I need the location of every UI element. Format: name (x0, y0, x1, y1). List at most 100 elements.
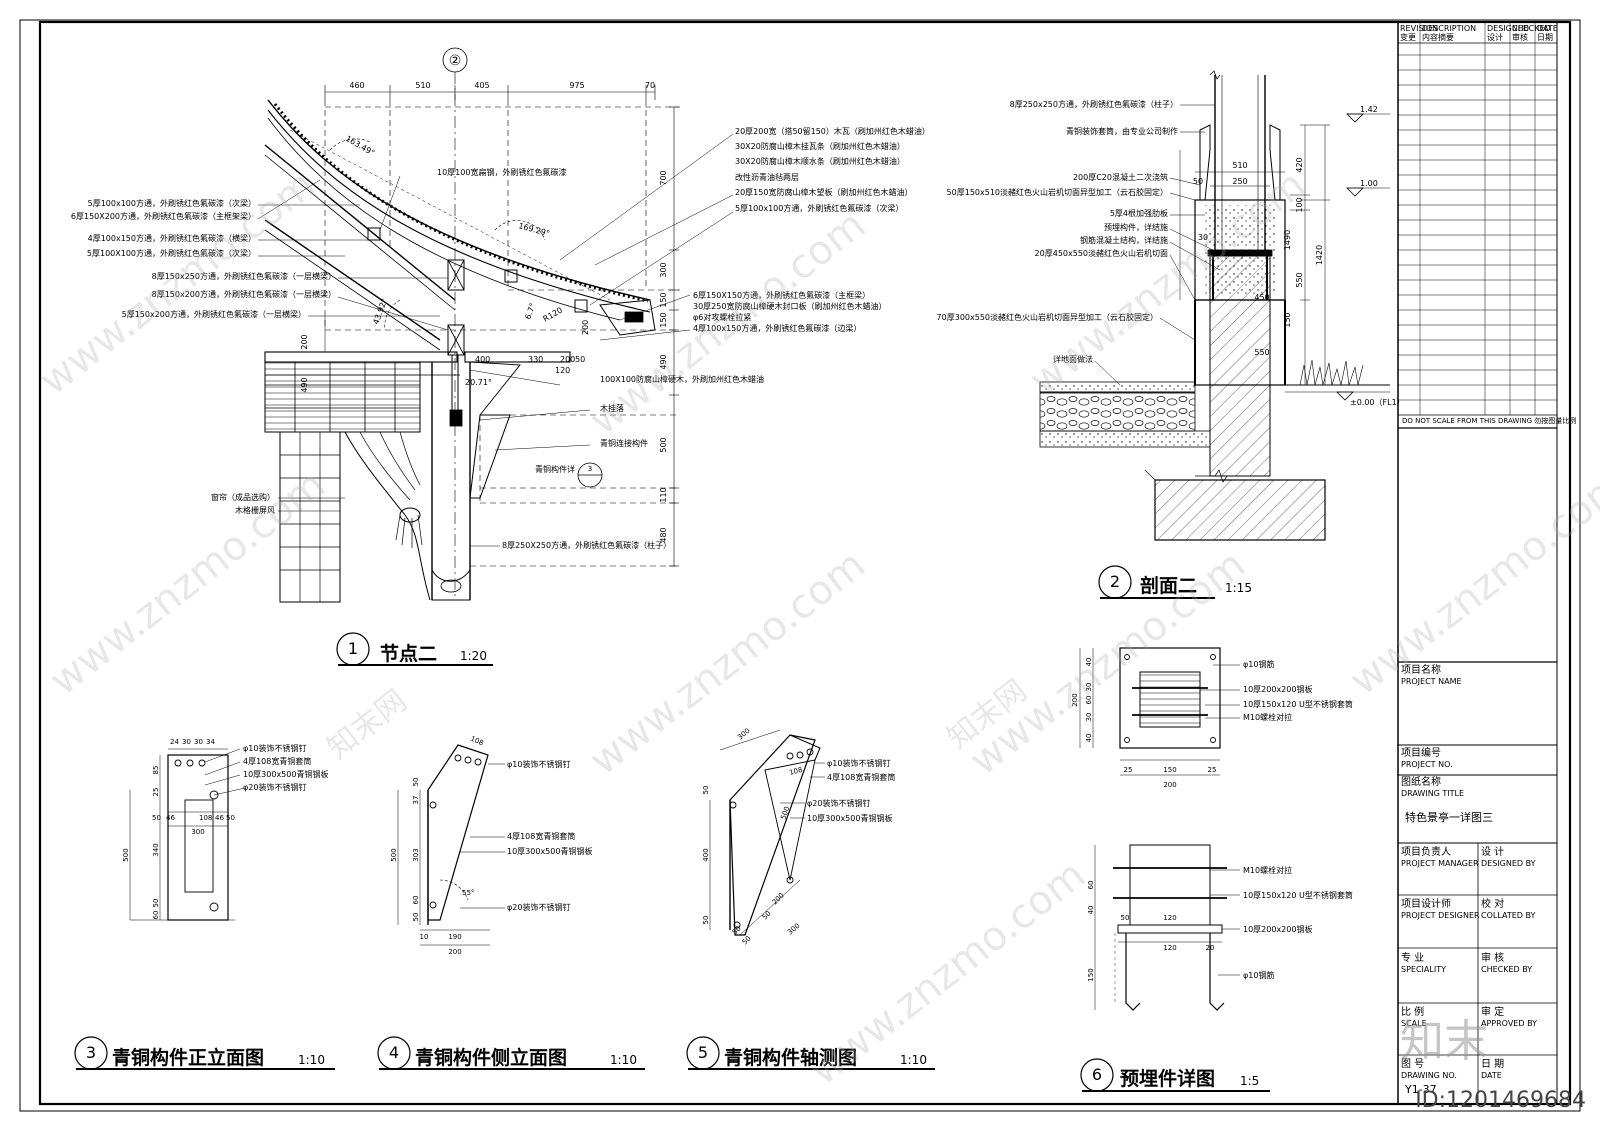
section-dim: 450 (1254, 293, 1269, 302)
approved-label: 审 定 (1481, 1007, 1505, 1018)
top-label: 10厚100宽扁钢，外刷锈红色氟碳漆 (437, 167, 566, 177)
v6-plan-dim: 30 (1085, 713, 1093, 722)
curtain-label: 窗帘（成品选购） (211, 492, 275, 502)
detail-ref: 3 (588, 465, 592, 473)
section-label: 70厚300x550淡赭红色火山岩机切面异型加工（云石胶固定） (937, 312, 1158, 322)
v3-label: 10厚300x500青铜钢板 (243, 769, 328, 779)
v4-dim: 190 (448, 933, 461, 941)
drawing-no-label: 图 号 (1401, 1059, 1425, 1070)
collated-en: COLLATED BY (1481, 911, 1536, 920)
v4-dim: 50 (412, 913, 420, 922)
v4-dim: 50 (412, 778, 420, 787)
view-title: 剖面二 (1140, 574, 1197, 597)
left-label: 5厚100x100方通，外刷锈红色氟碳漆（次梁） (88, 198, 256, 208)
view-scale: 1:10 (298, 1053, 325, 1067)
v5-dim: 300 (786, 922, 801, 937)
level-label: 1.00 (1360, 179, 1378, 188)
v3-label: 4厚108宽青铜套筒 (243, 756, 311, 766)
small-dim: 400 (475, 355, 490, 364)
v6-elev-dim: 50 (1121, 914, 1130, 922)
v5-dim: 50 (761, 909, 773, 921)
v3-left-dim: 25 (152, 788, 160, 797)
v5-dim: 300 (736, 727, 751, 742)
v6-elev-dim: 120 (1163, 944, 1176, 952)
section-dim: 150 (1283, 312, 1292, 327)
v6-plan-dim: 25 (1208, 766, 1217, 774)
v6-elev-dim: 40 (1087, 906, 1095, 915)
small-dim: 330 (528, 355, 543, 364)
angle-label: 169.29° (517, 221, 550, 238)
designer-en: PROJECT DESIGNER (1401, 911, 1480, 920)
section-label: 预埋构件，详结施 (1104, 222, 1168, 232)
small-dim: R120 (542, 306, 565, 324)
scale-note: DO NOT SCALE FROM THIS DRAWING 勿按图量比例 (1402, 417, 1577, 425)
section-label: 5厚4根加强肋板 (1110, 208, 1168, 218)
view-scale: 1:5 (1240, 1074, 1259, 1088)
dim-label-right: 490 (659, 354, 668, 369)
level-label: ±0.00（FL1） (1350, 398, 1405, 407)
v5-label: φ20装饰不锈钢钉 (807, 798, 870, 808)
angle-label: 20.71° (465, 378, 492, 387)
section-label: 青铜装饰套筒，由专业公司制作 (1066, 126, 1178, 136)
logo-watermark: 知末 (1400, 1016, 1488, 1067)
left-label: 6厚150X200方通，外刷锈红色氟碳漆（主框架梁） (71, 211, 256, 221)
section-dim: 1490 (1283, 230, 1292, 250)
right-label: φ6对攻螺栓拉紧 (693, 312, 751, 322)
v3-top-dim: 24 (170, 738, 179, 746)
v4-dim: 500 (390, 848, 398, 861)
designer-label: 项目设计师 (1401, 899, 1451, 910)
section-dim: 100 (1295, 197, 1304, 212)
dim-label-right: 110 (659, 487, 668, 502)
v4-label: 4厚108宽青铜套筒 (507, 831, 575, 841)
dim-label-top: 975 (569, 81, 584, 90)
v3-label: φ10装饰不锈钢钉 (243, 743, 306, 753)
v6-plan-dim: 60 (1085, 696, 1093, 705)
section-dim: 420 (1295, 157, 1304, 172)
v6-plan-dim: 150 (1163, 766, 1176, 774)
date-field-en: DATE (1481, 1071, 1502, 1080)
v5-dim: 50 (702, 916, 710, 925)
specialty-label: 专 业 (1401, 953, 1425, 964)
designed-label: DESIGNED 设计 (1487, 24, 1530, 42)
view-title: 青铜构件正立面图 (112, 1046, 264, 1069)
right-label: 20厚200宽（搭50留150）木瓦（刷加州红色木蜡油） (735, 126, 930, 136)
v6-plan-dim: 25 (1124, 766, 1133, 774)
title-block (1397, 22, 1558, 1104)
view-title: 节点二 (380, 643, 437, 665)
section-dim: 30 (1198, 233, 1208, 242)
date-field-label: 日 期 (1481, 1059, 1505, 1070)
mid-label: 8厚250X250方通，外刷锈红色氟碳漆（柱子） (502, 540, 671, 550)
project-name-label: 项目名称 (1401, 665, 1441, 676)
project-no-en: PROJECT NO. (1401, 760, 1453, 769)
section-dim: 250 (1232, 177, 1247, 186)
v6-plan-label: φ10钢筋 (1243, 659, 1274, 669)
view6-embedded (1079, 647, 1270, 1092)
v6-plan-dim: 40 (1085, 658, 1093, 667)
v4-label: φ10装饰不锈钢钉 (507, 759, 570, 769)
view3-elevation (74, 748, 335, 1070)
dim-label-top: 405 (474, 81, 489, 90)
v4-label: φ20装饰不锈钢钉 (507, 902, 570, 912)
mid-label: 100X100防腐山樟硬木，外刷加州红色木蜡油 (600, 374, 764, 384)
angle-label: 6.7° (523, 302, 537, 321)
v6-plan-dim: 40 (1085, 734, 1093, 743)
dim-label-right: 700 (659, 170, 668, 185)
mid-label: 木挂落 (600, 403, 624, 413)
v3-left-dim: 85 (152, 766, 160, 775)
v6-elev-dim: 60 (1087, 881, 1095, 890)
right-label: 4厚100x150方通，外刷锈红色氟碳漆（边梁） (693, 323, 861, 333)
dim-label-top: 510 (415, 81, 430, 90)
v3-left-dim: 340 (152, 843, 160, 856)
v6-plan-dim: 200 (1071, 693, 1079, 706)
view-scale: 1:10 (900, 1053, 927, 1067)
drawing-no-en: DRAWING NO. (1401, 1071, 1457, 1080)
view5-axonometric (686, 729, 935, 1070)
v3-left-dim: 500 (122, 848, 130, 861)
v4-dim: 108 (469, 735, 485, 748)
v6-plan-dim: 200 (1163, 781, 1176, 789)
dim-label-right: 480 (659, 527, 668, 542)
drawing-title: 特色景亭一详图三 (1405, 811, 1493, 824)
dim-label-top: 70 (645, 81, 655, 90)
